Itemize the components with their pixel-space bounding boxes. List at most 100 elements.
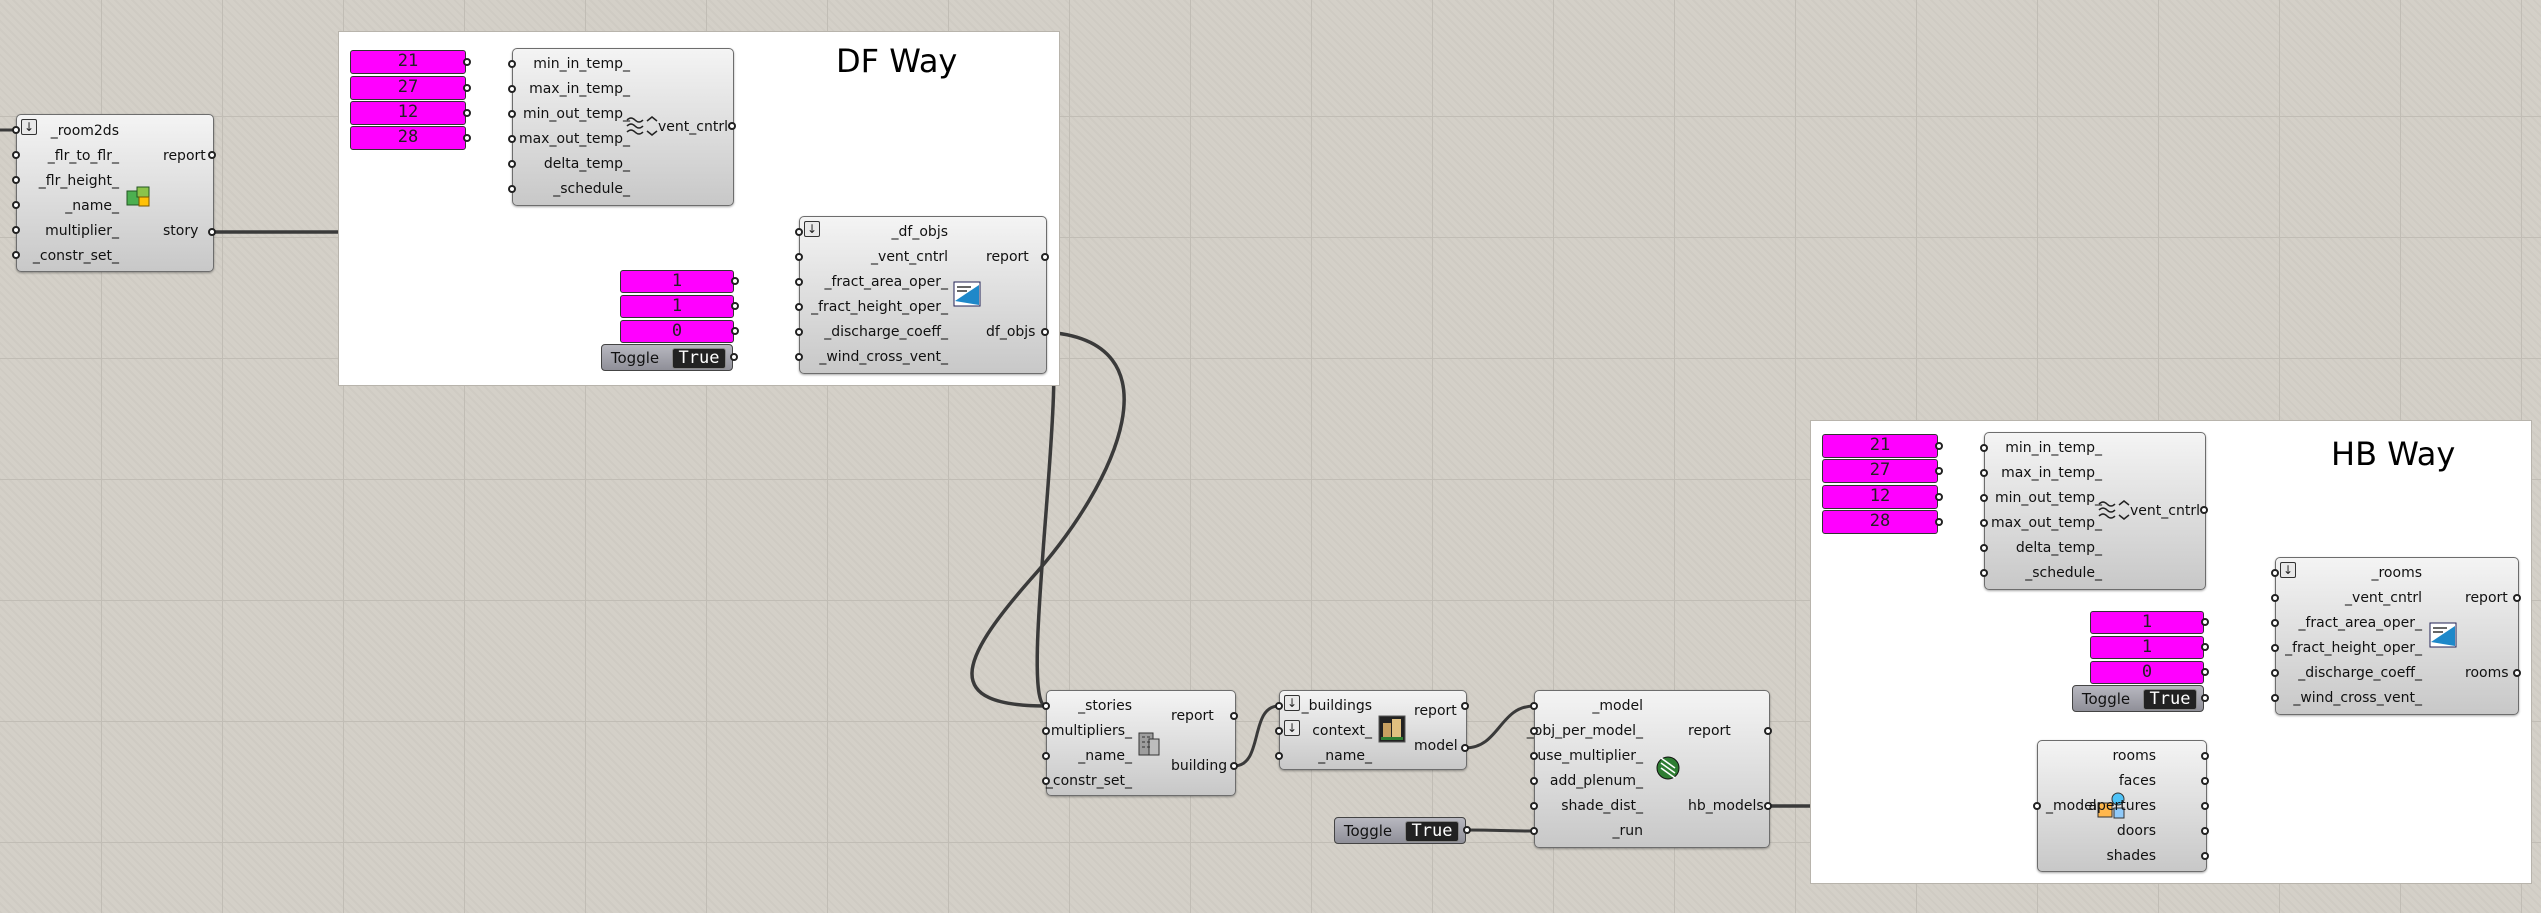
port[interactable] xyxy=(1275,702,1283,710)
port[interactable] xyxy=(795,253,803,261)
list-access-icon[interactable]: ↓ xyxy=(1284,695,1300,711)
number-slider[interactable]: 21 xyxy=(350,50,466,74)
number-slider[interactable]: 0 xyxy=(620,320,734,343)
to-honeybee-component[interactable]: _model _obj_per_model_ use_multiplier_ a… xyxy=(1527,690,1770,848)
port[interactable] xyxy=(1980,494,1988,502)
number-slider[interactable]: 21 xyxy=(1822,434,1938,458)
port[interactable] xyxy=(731,302,739,310)
port[interactable] xyxy=(1935,518,1943,526)
number-slider[interactable]: 1 xyxy=(620,295,734,318)
number-slider[interactable]: 27 xyxy=(350,76,466,100)
room2ds-to-story-component[interactable]: ↓ _room2ds _flr_to_flr_ _flr_height_ _na… xyxy=(16,114,214,272)
port[interactable] xyxy=(1041,328,1049,336)
port[interactable] xyxy=(731,277,739,285)
port[interactable] xyxy=(2271,694,2279,702)
list-access-icon[interactable]: ↓ xyxy=(21,119,37,135)
port[interactable] xyxy=(2271,594,2279,602)
port[interactable] xyxy=(1530,802,1538,810)
hb-vent-control-component[interactable]: min_in_temp_ max_in_temp_ min_out_temp_ … xyxy=(1984,432,2206,590)
port[interactable] xyxy=(1530,752,1538,760)
port[interactable] xyxy=(208,151,216,159)
port[interactable] xyxy=(795,353,803,361)
port[interactable] xyxy=(1042,777,1050,785)
port[interactable] xyxy=(1935,493,1943,501)
port[interactable] xyxy=(2201,777,2209,785)
df-model-component[interactable]: ↓ ↓ _buildings context_ _name_ report mo… xyxy=(1279,690,1467,770)
port[interactable] xyxy=(208,228,216,236)
port[interactable] xyxy=(1935,467,1943,475)
port[interactable] xyxy=(463,134,471,142)
port[interactable] xyxy=(12,226,20,234)
port[interactable] xyxy=(12,251,20,259)
port[interactable] xyxy=(2513,594,2521,602)
port[interactable] xyxy=(1530,777,1538,785)
toggle-value[interactable]: True xyxy=(1405,821,1459,842)
port[interactable] xyxy=(2513,669,2521,677)
port[interactable] xyxy=(2271,619,2279,627)
df-vent-control-component[interactable]: min_in_temp_ max_in_temp_ min_out_temp_ … xyxy=(512,48,734,206)
df-aperture-vent-component[interactable]: ↓ _df_objs _vent_cntrl _fract_area_oper_… xyxy=(799,216,1047,374)
port[interactable] xyxy=(1764,802,1772,810)
port[interactable] xyxy=(2201,643,2209,651)
port[interactable] xyxy=(508,160,516,168)
list-access-icon[interactable]: ↓ xyxy=(804,221,820,237)
hb-window-opening-component[interactable]: ↓ _rooms _vent_cntrl _fract_area_oper_ _… xyxy=(2275,557,2519,715)
port[interactable] xyxy=(795,228,803,236)
port[interactable] xyxy=(795,278,803,286)
port[interactable] xyxy=(508,185,516,193)
number-slider[interactable]: 12 xyxy=(350,101,466,125)
port[interactable] xyxy=(1980,444,1988,452)
number-slider[interactable]: 28 xyxy=(350,126,466,150)
building-from-stories-component[interactable]: _stories multipliers_ _name_ _constr_set… xyxy=(1046,690,1236,796)
port[interactable] xyxy=(508,110,516,118)
port[interactable] xyxy=(463,109,471,117)
port[interactable] xyxy=(1275,727,1283,735)
list-access-icon[interactable]: ↓ xyxy=(1284,720,1300,736)
number-slider[interactable]: 0 xyxy=(2090,661,2204,684)
number-slider[interactable]: 1 xyxy=(620,270,734,293)
port[interactable] xyxy=(12,126,20,134)
port[interactable] xyxy=(2201,668,2209,676)
port[interactable] xyxy=(2201,694,2209,702)
port[interactable] xyxy=(1980,469,1988,477)
number-slider[interactable]: 1 xyxy=(2090,636,2204,659)
port[interactable] xyxy=(728,122,736,130)
port[interactable] xyxy=(1230,712,1238,720)
port[interactable] xyxy=(1980,569,1988,577)
port[interactable] xyxy=(1980,544,1988,552)
toggle-value[interactable]: True xyxy=(2143,689,2197,710)
port[interactable] xyxy=(2201,618,2209,626)
port[interactable] xyxy=(2201,752,2209,760)
port[interactable] xyxy=(2033,802,2041,810)
port[interactable] xyxy=(1230,762,1238,770)
port[interactable] xyxy=(1530,827,1538,835)
list-access-icon[interactable]: ↓ xyxy=(2280,562,2296,578)
port[interactable] xyxy=(1530,727,1538,735)
port[interactable] xyxy=(1461,702,1469,710)
port[interactable] xyxy=(508,60,516,68)
port[interactable] xyxy=(1764,727,1772,735)
boolean-toggle[interactable]: Toggle True xyxy=(2072,685,2204,712)
port[interactable] xyxy=(463,58,471,66)
port[interactable] xyxy=(2271,644,2279,652)
port[interactable] xyxy=(1461,744,1469,752)
port[interactable] xyxy=(1042,702,1050,710)
number-slider[interactable]: 1 xyxy=(2090,611,2204,634)
port[interactable] xyxy=(508,85,516,93)
toggle-value[interactable]: True xyxy=(672,348,726,369)
port[interactable] xyxy=(12,201,20,209)
port[interactable] xyxy=(1935,442,1943,450)
port[interactable] xyxy=(2271,569,2279,577)
port[interactable] xyxy=(1042,752,1050,760)
port[interactable] xyxy=(2200,506,2208,514)
run-boolean-toggle[interactable]: Toggle True xyxy=(1334,817,1466,844)
port[interactable] xyxy=(2201,852,2209,860)
number-slider[interactable]: 27 xyxy=(1822,459,1938,483)
port[interactable] xyxy=(508,135,516,143)
deconstruct-model-component[interactable]: _model rooms faces apertures doors shade… xyxy=(2037,740,2207,872)
port[interactable] xyxy=(1463,826,1471,834)
port[interactable] xyxy=(730,353,738,361)
port[interactable] xyxy=(12,151,20,159)
port[interactable] xyxy=(1980,519,1988,527)
boolean-toggle[interactable]: Toggle True xyxy=(601,344,733,371)
